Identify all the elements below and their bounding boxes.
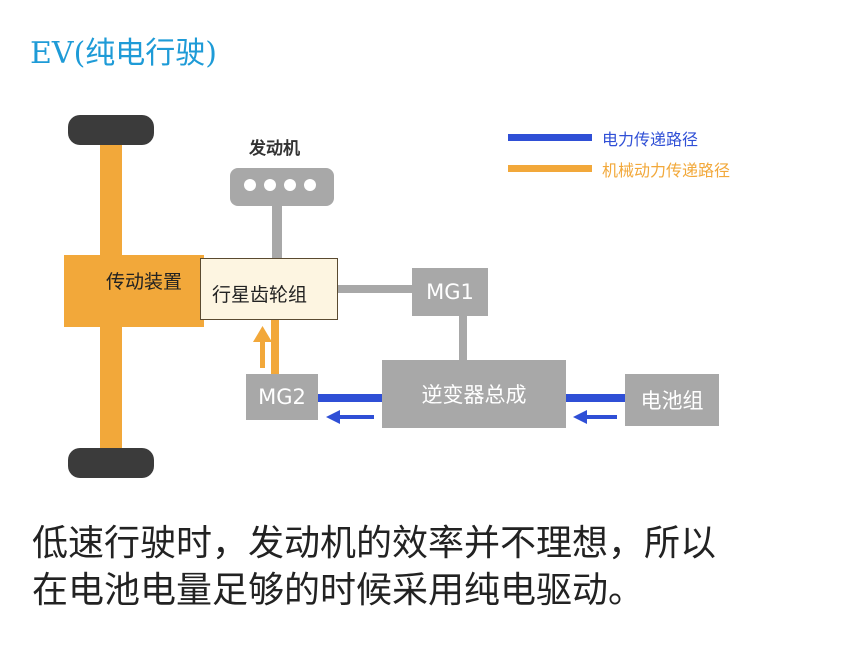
electric-arrow-left-icon (573, 410, 587, 424)
planetary-gear-label: 行星齿轮组 (212, 284, 308, 306)
engine-shaft (272, 206, 282, 258)
caption-text: 低速行驶时，发动机的效率并不理想，所以 在电池电量足够的时候采用纯电驱动。 (32, 520, 716, 614)
legend-mechanical-swatch (508, 165, 592, 172)
caption-line-1: 低速行驶时，发动机的效率并不理想，所以 (32, 523, 717, 564)
engine-label: 发动机 (249, 139, 300, 159)
page-title: EV(纯电行驶) (30, 36, 217, 71)
front-wheel (68, 115, 154, 145)
caption-line-2: 在电池电量足够的时候采用纯电驱动。 (32, 570, 645, 611)
electric-arrow-left-icon (326, 410, 340, 424)
cylinder-icon (264, 179, 276, 191)
battery-block: 电池组 (625, 374, 719, 426)
electric-path-battery-inverter (566, 394, 625, 402)
mg1-shaft (338, 285, 412, 293)
legend-electric-swatch (508, 134, 592, 141)
electric-arrow-shaft (585, 415, 617, 419)
cylinder-icon (304, 179, 316, 191)
mg1-inverter-link (459, 316, 467, 360)
mg2-block: MG2 (246, 374, 318, 420)
rear-wheel (68, 448, 154, 478)
inverter-block: 逆变器总成 (382, 360, 566, 428)
mg1-block: MG1 (412, 268, 488, 316)
transmission-label: 传动装置 (106, 271, 183, 293)
electric-path-inverter-mg2 (318, 394, 382, 402)
engine-block (230, 168, 334, 206)
powertrain-diagram: 电力传递路径 机械动力传递路径 传动装置 发动机 行星齿轮组 MG1 MG2 逆… (64, 115, 731, 478)
cylinder-icon (284, 179, 296, 191)
legend-electric-label: 电力传递路径 (602, 130, 699, 149)
mechanical-arrow-shaft (260, 340, 265, 368)
mg2-output-shaft (271, 320, 279, 376)
transmission-block (64, 255, 204, 327)
legend-mechanical-label: 机械动力传递路径 (602, 161, 731, 180)
electric-arrow-shaft (338, 415, 374, 419)
cylinder-icon (244, 179, 256, 191)
mechanical-arrow-up-icon (253, 326, 272, 342)
planetary-gear-block (200, 258, 338, 320)
